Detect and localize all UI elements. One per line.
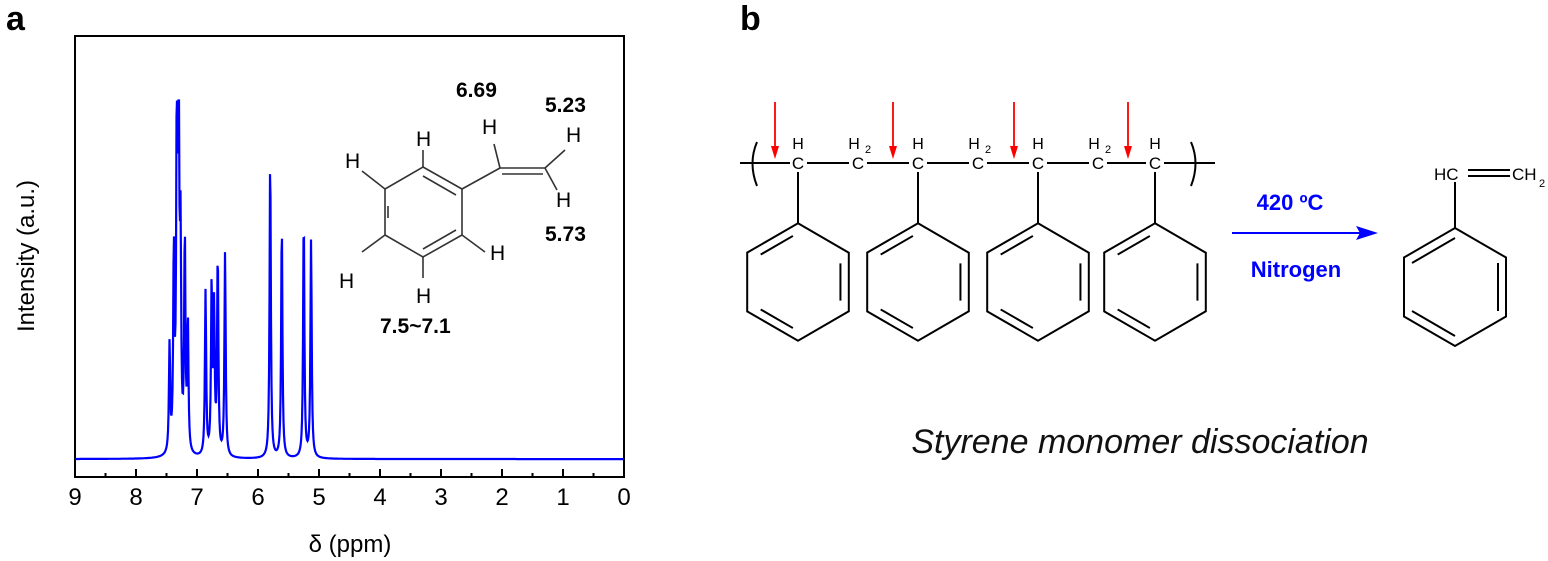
carbon-atom: C: [1149, 154, 1161, 173]
hydrogen-atom: H: [1149, 136, 1161, 153]
phenyl-ring: [746, 222, 850, 342]
carbon-atom: C: [852, 154, 864, 173]
h-atom: H: [556, 189, 571, 212]
carbon-atom: C: [912, 154, 924, 173]
hydrogen-atom: H: [1088, 136, 1100, 153]
condition-atmosphere: Nitrogen: [1251, 257, 1341, 282]
double-bond: [1117, 308, 1151, 329]
plot-frame: [74, 35, 625, 478]
h-atom: H: [482, 116, 497, 139]
double-bond: [880, 235, 914, 256]
carbon-atom: C: [1032, 154, 1044, 173]
panel-a-label: a: [6, 0, 26, 38]
caption: Styrene monomer dissociation: [911, 423, 1368, 461]
label-5-23: 5.23: [545, 94, 586, 117]
double-bond: [760, 308, 794, 329]
h-atom: H: [490, 242, 505, 265]
molecule-h-atoms: H H H H H H H H: [339, 116, 581, 308]
reaction-arrow: [1232, 226, 1378, 240]
styrene-product: HC CH 2: [1403, 165, 1545, 348]
double-bond: [1000, 308, 1034, 329]
cleavage-arrowhead: [771, 146, 779, 159]
x-tick-label: 1: [556, 484, 569, 511]
cleavage-arrowhead: [1124, 146, 1132, 159]
spectrum-line: [75, 99, 624, 461]
x-tick-label: 4: [373, 484, 386, 511]
right-bracket: [1190, 141, 1197, 187]
hydrogen-atom: H: [968, 136, 980, 153]
cleavage-arrowhead: [1010, 146, 1018, 159]
h-atom: H: [339, 270, 354, 293]
x-ticks: 9 8 7 6 5 4 3 2 1 0: [68, 469, 631, 511]
carbon-atom: C: [792, 154, 804, 173]
subscript-2: 2: [1105, 144, 1111, 156]
phenyl-ring: [1103, 222, 1207, 342]
x-tick-label: 6: [251, 484, 264, 511]
double-bond: [1117, 235, 1151, 256]
subscript-2: 2: [985, 144, 991, 156]
subscript-2: 2: [865, 144, 871, 156]
h-atom: H: [416, 128, 431, 151]
hydrogen-atom: H: [848, 136, 860, 153]
product-ch2: CH: [1512, 165, 1537, 184]
double-bond: [760, 235, 794, 256]
label-aromatic: 7.5~7.1: [380, 315, 451, 338]
left-bracket: [751, 141, 758, 187]
product-hc: HC: [1434, 165, 1459, 184]
x-tick-label: 7: [190, 484, 203, 511]
hydrogen-atom: H: [912, 136, 924, 153]
nmr-chart: 9 8 7 6 5 4 3 2 1 0 δ (ppm) Intensity (a.u.): [13, 35, 631, 558]
h-atom: H: [345, 150, 360, 173]
shift-annotations: 6.69 5.23 5.73 7.5~7.1: [380, 79, 586, 338]
phenyl-ring: [866, 222, 970, 342]
label-6-69: 6.69: [456, 79, 497, 102]
x-tick-label: 3: [434, 484, 447, 511]
double-bond: [880, 308, 914, 329]
cleavage-arrowhead: [889, 146, 897, 159]
x-tick-label: 0: [617, 484, 630, 511]
phenyl-ring: [986, 222, 1090, 342]
label-5-73: 5.73: [545, 223, 586, 246]
panel-b-label: b: [740, 0, 761, 38]
double-bond: [1000, 235, 1034, 256]
carbon-atom: C: [972, 154, 984, 173]
y-axis-label: Intensity (a.u.): [13, 180, 40, 332]
x-tick-label: 5: [312, 484, 325, 511]
h-atom: H: [566, 124, 581, 147]
carbon-atom: C: [1092, 154, 1104, 173]
h-atom: H: [416, 285, 431, 308]
hydrogen-atom: H: [1032, 136, 1044, 153]
hydrogen-atom: H: [792, 136, 804, 153]
x-axis-label: δ (ppm): [309, 531, 392, 558]
condition-temperature: 420 ºC: [1257, 190, 1324, 215]
product-ch2-subscript: 2: [1539, 178, 1545, 190]
x-tick-label: 2: [495, 484, 508, 511]
styrene-structure-a: [361, 143, 566, 278]
x-tick-label: 8: [129, 484, 142, 511]
x-tick-label: 9: [68, 484, 81, 511]
